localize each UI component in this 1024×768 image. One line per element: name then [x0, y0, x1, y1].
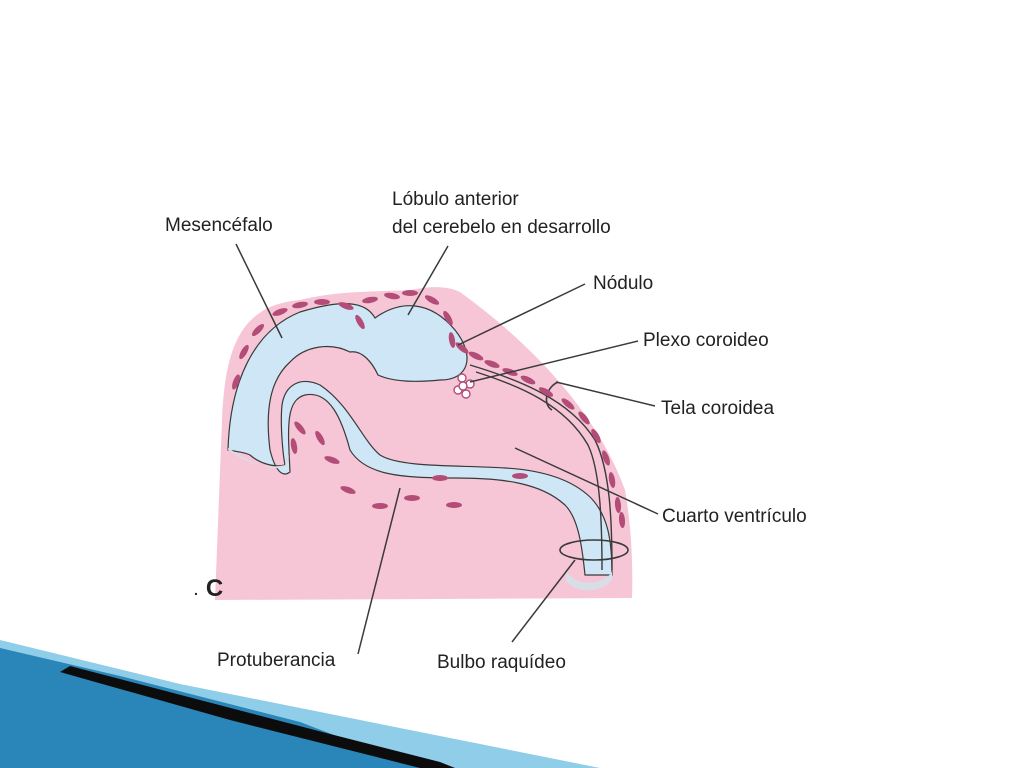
- migrating-cell: [372, 503, 388, 509]
- migrating-cell: [384, 292, 400, 300]
- corner-banner: [0, 640, 600, 768]
- migrating-cell: [561, 398, 575, 410]
- migrating-cell: [362, 296, 378, 304]
- leader-bulbo: [511, 559, 576, 643]
- label-cuarto: Cuarto ventrículo: [662, 506, 807, 527]
- tissue-mass: [215, 287, 633, 600]
- banner-dark-band: [60, 666, 455, 768]
- migrating-cell: [512, 473, 528, 479]
- migrating-cell: [272, 308, 288, 316]
- migrating-cell: [239, 344, 249, 360]
- tela-coroidea-line-inner: [475, 371, 603, 571]
- migrating-cell: [468, 351, 484, 361]
- label-protuberancia: Protuberancia: [217, 650, 336, 671]
- migrating-cell: [292, 301, 308, 309]
- migrating-cell: [578, 411, 590, 425]
- label-nodulo: Nódulo: [593, 273, 654, 294]
- label-plexo: Plexo coroideo: [643, 330, 769, 351]
- migrating-cell: [448, 332, 456, 348]
- migrating-cell: [290, 438, 298, 454]
- label-tela: Tela coroidea: [661, 398, 775, 419]
- migrating-cell: [446, 502, 462, 508]
- panel-letter-dot: .: [194, 581, 198, 598]
- migrating-cell: [338, 302, 354, 310]
- migrating-cell: [614, 497, 622, 513]
- panel-letter-text: C: [205, 575, 224, 602]
- migrating-cell: [251, 323, 265, 337]
- migrating-cell: [294, 421, 306, 435]
- leader-tela: [555, 381, 656, 407]
- migrating-cell: [443, 310, 453, 326]
- plexus-lobe: [457, 373, 467, 383]
- migrating-cell: [402, 290, 418, 296]
- label-mesencefalo: Mesencéfalo: [165, 215, 273, 236]
- migrating-cell: [608, 472, 616, 488]
- leader-lines: [235, 243, 659, 655]
- leader-plexo: [469, 340, 639, 383]
- migrating-cell: [315, 430, 325, 446]
- medulla-ring: [559, 539, 629, 561]
- mesencephalon-cut-floor: [228, 448, 289, 469]
- medulla-cut-floor: [566, 570, 612, 591]
- migrating-cell: [340, 486, 356, 494]
- tela-coroidea-line: [469, 364, 613, 571]
- panel-letter: .C: [194, 575, 223, 603]
- migrating-cell: [432, 475, 448, 481]
- migrating-cell: [324, 456, 340, 464]
- cell-group: [232, 290, 626, 528]
- migrating-cell: [355, 314, 365, 330]
- migrating-cell: [314, 299, 330, 305]
- leader-mesencefalo: [235, 243, 283, 339]
- migrating-cell: [520, 375, 536, 385]
- migrating-cell: [618, 512, 626, 528]
- plexus-lobe: [458, 381, 468, 391]
- label-lobulo-line2: del cerebelo en desarrollo: [392, 217, 611, 238]
- neural-tube-lumen: [227, 303, 613, 576]
- leader-lobulo: [407, 245, 449, 316]
- plexus-lobe: [461, 389, 471, 399]
- label-bulbo: Bulbo raquídeo: [437, 652, 566, 673]
- tela-marker-icon: [545, 381, 559, 411]
- label-lobulo-line1: Lóbulo anterior: [392, 189, 519, 210]
- migrating-cell: [591, 428, 601, 444]
- leader-cuarto: [514, 447, 659, 515]
- migrating-cell: [602, 450, 610, 466]
- leader-protuberancia: [357, 487, 401, 655]
- migrating-cell: [538, 387, 554, 397]
- migrating-cell: [232, 374, 240, 390]
- migrating-cell: [404, 495, 420, 501]
- leader-nodulo: [457, 283, 586, 346]
- migrating-cell: [424, 295, 440, 305]
- migrating-cell: [484, 360, 500, 368]
